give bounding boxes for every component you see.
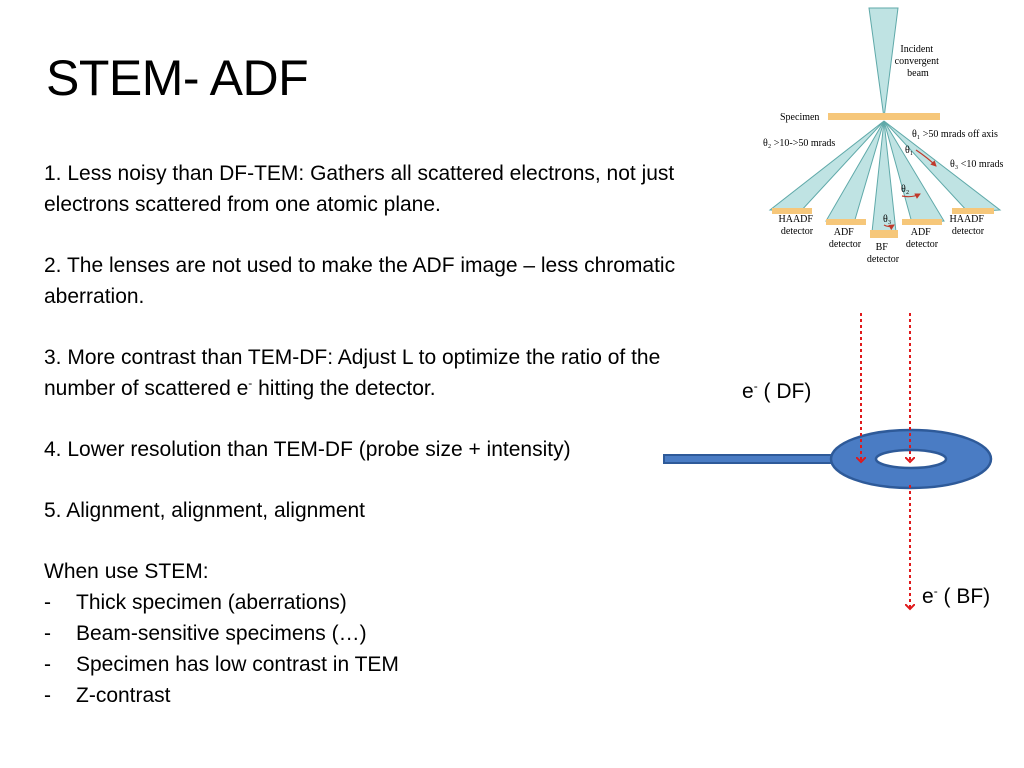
adf-left-label: ADF detector (829, 227, 862, 250)
stem-detector-figure: Incident convergent beam Specimen θ₁ >50… (763, 7, 1003, 265)
point-4-text: 4. Lower resolution than TEM-DF (probe s… (44, 438, 571, 461)
theta3-arc (883, 224, 895, 231)
bf-label: BF detector (867, 242, 900, 265)
slide-title: STEM- ADF (46, 50, 309, 106)
haadf-right-label: HAADF detector (950, 214, 987, 237)
incident-beam-cone (868, 7, 899, 119)
point-3: 3. More contrast than TEM-DF: Adjust L t… (44, 342, 714, 404)
point-1-text: 1. Less noisy than DF-TEM: Gathers all s… (44, 162, 675, 216)
incident-beam-label: Incident convergent beam (895, 44, 942, 79)
adf-detector-left (826, 219, 866, 225)
point-5: 5. Alignment, alignment, alignment (44, 495, 714, 526)
haadf-left-label: HAADF detector (779, 214, 816, 237)
body-text: 1. Less noisy than DF-TEM: Gathers all s… (44, 158, 714, 711)
point-2-text: 2. The lenses are not used to make the A… (44, 254, 676, 308)
detector-arm (663, 454, 841, 464)
haadf-right-line-1: HAADF (950, 214, 985, 225)
specimen-bar (828, 113, 940, 120)
adf-left-line-1: ADF (834, 227, 854, 238)
bullet-dash: - (44, 684, 51, 707)
bf-label-text: ( BF) (937, 585, 991, 608)
bf-line-1: BF (876, 242, 889, 253)
list-item-text: Z-contrast (76, 684, 171, 707)
point-3-text: 3. More contrast than TEM-DF: Adjust L t… (44, 346, 661, 400)
incident-line-2: convergent (895, 56, 939, 67)
point-3-text-end: hitting the detector. (252, 377, 436, 400)
bf-detector (870, 230, 898, 238)
specimen-label: Specimen (780, 112, 819, 123)
theta3-mark: θ₃ (883, 214, 891, 225)
df-label-e: e (742, 380, 754, 403)
list-item: - Z-contrast (44, 680, 714, 711)
theta3-label: θ₃ <10 mrads (950, 159, 1003, 170)
haadf-left-line-2: detector (781, 226, 814, 237)
adf-right-label: ADF detector (906, 227, 939, 250)
bf-line-2: detector (867, 254, 900, 265)
theta2-label: θ₂ >10->50 mrads (763, 138, 835, 149)
df-electron-label: e- ( DF) (742, 380, 811, 404)
adf-right-line-1: ADF (911, 227, 931, 238)
haadf-left-line-1: HAADF (779, 214, 814, 225)
adf-right-line-2: detector (906, 239, 939, 250)
when-use-list: - Thick specimen (aberrations) - Beam-sens… (44, 587, 714, 711)
bf-label-sup: - (933, 584, 938, 598)
list-item-text: Beam-sensitive specimens (…) (76, 622, 367, 645)
theta2-mark: θ₂ (901, 184, 909, 195)
bf-label-e: e (922, 585, 934, 608)
bullet-dash: - (44, 591, 51, 614)
haadf-detector-right (952, 208, 994, 214)
adf-detector-right (902, 219, 942, 225)
incident-line-1: Incident (900, 44, 933, 55)
point-5-text: 5. Alignment, alignment, alignment (44, 499, 366, 522)
theta2-arc (901, 193, 921, 199)
bf-electron-label: e- ( BF) (922, 585, 990, 609)
theta1-arc (915, 149, 937, 167)
haadf-detector-left (772, 208, 812, 214)
adf-left-line-2: detector (829, 239, 862, 250)
bullet-dash: - (44, 653, 51, 676)
list-item: - Specimen has low contrast in TEM (44, 649, 714, 680)
bullet-dash: - (44, 622, 51, 645)
theta1-mark: θ₁ (905, 145, 913, 156)
df-label-sup: - (753, 379, 758, 393)
df-label-text: ( DF) (757, 380, 812, 403)
point-1: 1. Less noisy than DF-TEM: Gathers all s… (44, 158, 714, 220)
incident-line-3: beam (907, 68, 929, 79)
when-use-heading: When use STEM: (44, 560, 209, 583)
when-use-section: When use STEM: - Thick specimen (aberrati… (44, 556, 714, 711)
list-item: - Beam-sensitive specimens (…) (44, 618, 714, 649)
list-item: - Thick specimen (aberrations) (44, 587, 714, 618)
point-4: 4. Lower resolution than TEM-DF (probe s… (44, 434, 714, 465)
electron-superscript: - (248, 376, 253, 390)
list-item-text: Thick specimen (aberrations) (76, 591, 347, 614)
annular-detector-ring (829, 428, 993, 490)
point-2: 2. The lenses are not used to make the A… (44, 250, 714, 312)
theta1-label: θ₁ >50 mrads off axis (912, 129, 998, 140)
haadf-right-line-2: detector (952, 226, 985, 237)
list-item-text: Specimen has low contrast in TEM (76, 653, 399, 676)
annular-detector-figure (663, 313, 993, 609)
